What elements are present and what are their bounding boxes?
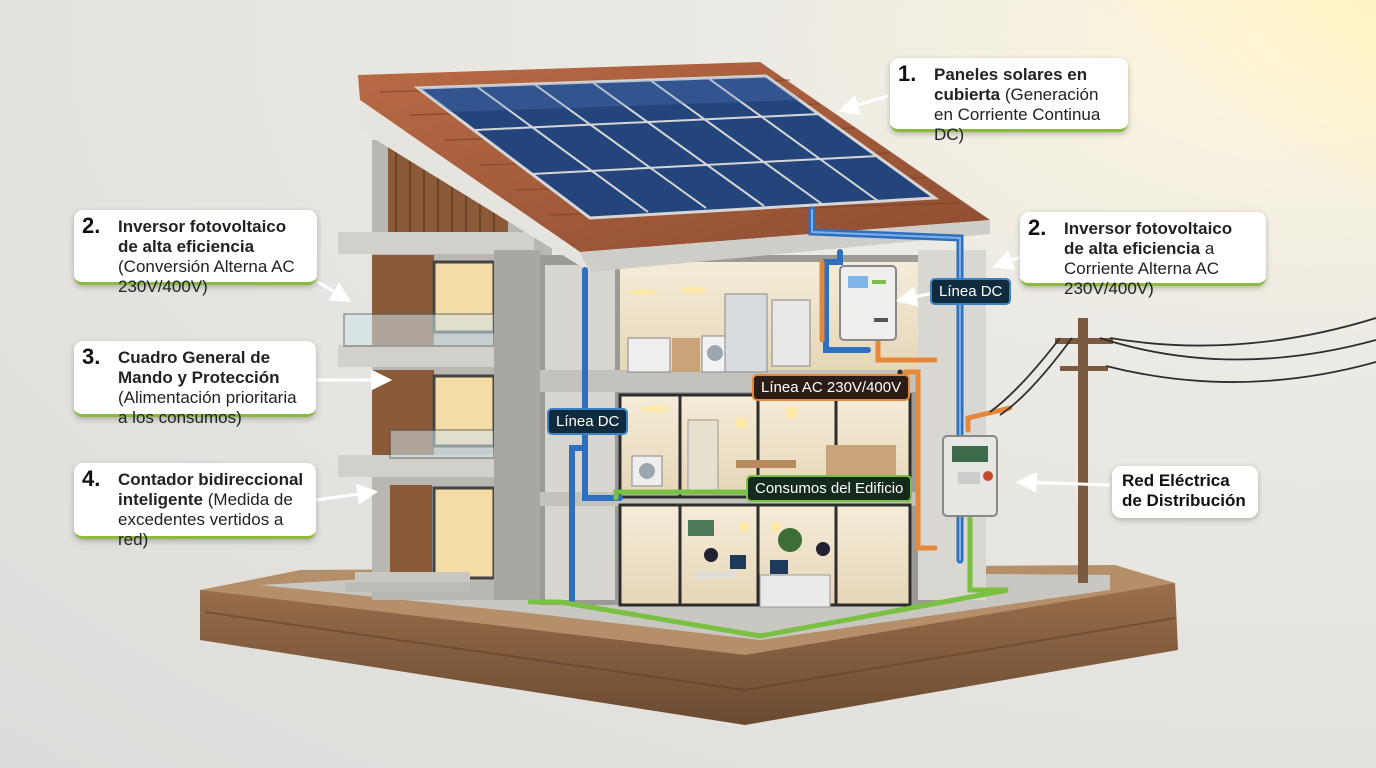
callout-number: 1. bbox=[898, 61, 917, 86]
meter-icon bbox=[942, 435, 998, 517]
callout-smart-meter: 4. Contador bidireccional inteligente (M… bbox=[74, 463, 316, 549]
callout-number: 2. bbox=[82, 213, 101, 238]
utility-pole-icon bbox=[989, 317, 1376, 583]
callout-number: 2. bbox=[1028, 215, 1047, 240]
inverter-icon bbox=[839, 265, 897, 341]
callout-text: (Generación en Corriente Continua DC) bbox=[934, 85, 1101, 144]
callout-text: (Conversión Alterna AC 230V/400V) bbox=[118, 257, 295, 296]
solar-panel-icon bbox=[413, 74, 940, 220]
dc-line-tag-left: Línea DC bbox=[547, 408, 629, 435]
callout-title: Inversor fotovoltaico de alta eficiencia bbox=[1064, 219, 1233, 258]
dc-line-tag-right: Línea DC bbox=[930, 278, 1012, 305]
callout-title: Paneles solares en cubierta bbox=[934, 65, 1088, 104]
callout-main-panel: 3. Cuadro General de Mando y Protección … bbox=[74, 341, 316, 427]
pointer-arrows bbox=[315, 94, 1111, 505]
callout-text: a Corriente Alterna AC 230V/400V) bbox=[1064, 239, 1219, 298]
callout-number: 4. bbox=[82, 466, 101, 491]
consumption-tag: Consumos del Edificio bbox=[746, 475, 913, 502]
ac-line-tag: Línea AC 230V/400V bbox=[752, 374, 911, 401]
callout-inverter-left: 2. Inversor fotovoltaico de alta eficien… bbox=[74, 210, 317, 296]
callout-solar-panels: 1. Paneles solares en cubierta (Generaci… bbox=[890, 58, 1128, 144]
callout-title: Cuadro General de Mando y Protección bbox=[118, 348, 280, 387]
grid-label: Red Eléctrica de Distribución bbox=[1112, 466, 1258, 518]
callout-title: Inversor fotovoltaico de alta eficiencia bbox=[118, 217, 287, 256]
callout-inverter-right: 2. Inversor fotovoltaico de alta eficien… bbox=[1020, 212, 1266, 298]
callout-title: Contador bidireccional inteligente bbox=[118, 470, 304, 509]
callout-text: (Medida de excedentes vertidos a red) bbox=[118, 490, 293, 549]
callout-text: (Alimentación prioritaria a los consumos… bbox=[118, 388, 297, 427]
callout-number: 3. bbox=[82, 344, 101, 369]
